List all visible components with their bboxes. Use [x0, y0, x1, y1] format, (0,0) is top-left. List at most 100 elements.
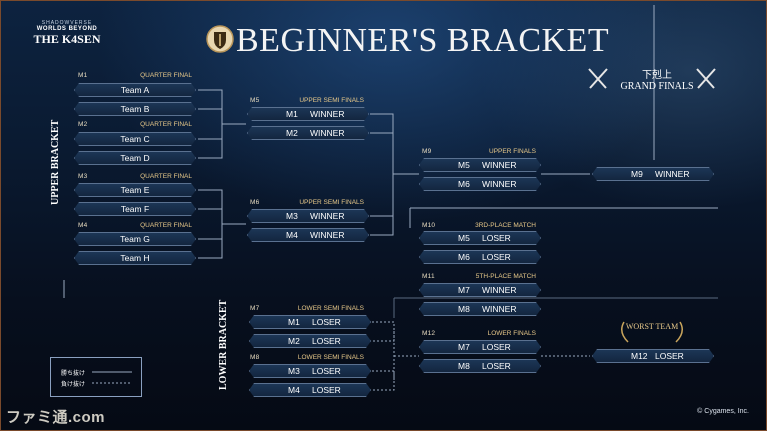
logo-line2: WORLDS BEYOND: [36, 26, 98, 32]
m12-round: LOWER FINALS: [487, 330, 536, 337]
m7-round: LOWER SEMI FINALS: [297, 305, 364, 312]
slot-result: LOSER: [655, 351, 684, 361]
slot-ref: M1: [286, 109, 298, 119]
slot-m4-1: Team G: [74, 232, 196, 246]
m3-id: M3: [78, 173, 88, 180]
slot-ref: M1: [288, 317, 300, 327]
slot-ref: M6: [458, 252, 470, 262]
slot-ref: M12: [631, 351, 648, 361]
m6-id: M6: [250, 199, 260, 206]
watermark: ファミ通.com: [6, 409, 106, 426]
m10-id: M10: [422, 222, 436, 229]
page-title: BEGINNER'S BRACKET: [236, 22, 610, 59]
slot-text: Team C: [120, 134, 150, 144]
slot-m3-1: Team E: [74, 183, 196, 197]
slot-ref: M5: [458, 233, 470, 243]
slot-result: LOSER: [312, 317, 341, 327]
slot-result: WINNER: [310, 109, 345, 119]
slot-m7-2: M2 LOSER: [249, 334, 371, 348]
slot-m2-2: Team D: [74, 151, 196, 165]
slot-result: WINNER: [482, 179, 517, 189]
legend: 勝ち抜け 負け抜け: [50, 357, 142, 397]
m1-id: M1: [78, 72, 88, 79]
slot-result: WINNER: [310, 211, 345, 221]
slot-ref: M6: [458, 179, 470, 189]
m9-id: M9: [422, 148, 432, 155]
slot-text: Team B: [120, 104, 150, 114]
slot-m1-1: Team A: [74, 83, 196, 97]
slot-ref: M2: [286, 128, 298, 138]
slot-ref: M5: [458, 160, 470, 170]
slot-ref: M7: [458, 342, 470, 352]
slot-text: Team A: [120, 85, 150, 95]
slot-result: WINNER: [310, 128, 345, 138]
slot-ref: M4: [286, 230, 298, 240]
slot-result: WINNER: [482, 304, 517, 314]
legend-win-label: 勝ち抜け: [61, 371, 86, 377]
worst-team-heading: WORST TEAM: [625, 322, 679, 331]
slot-ref: M7: [458, 285, 470, 295]
slot-m5-2: M2 WINNER: [247, 126, 369, 140]
m2-round: QUARTER FINAL: [140, 121, 192, 128]
grand-finals-heading: 下剋上 GRAND FINALS: [612, 66, 702, 92]
slot-result: LOSER: [312, 336, 341, 346]
slot-result: WINNER: [655, 169, 690, 179]
slot-m6-2: M4 WINNER: [247, 228, 369, 242]
m2-id: M2: [78, 121, 88, 128]
slot-m4-2: Team H: [74, 251, 196, 265]
slot-text: Team G: [120, 234, 150, 244]
slot-m3-2: Team F: [74, 202, 196, 216]
slot-ref: M8: [458, 304, 470, 314]
legend-lose-label: 負け抜け: [61, 382, 86, 388]
slot-ref: M8: [458, 361, 470, 371]
slot-m1-2: Team B: [74, 102, 196, 116]
slot-m2-1: Team C: [74, 132, 196, 146]
crossed-swords-icon: [588, 68, 608, 89]
slot-m7-1: M1 LOSER: [249, 315, 371, 329]
m10-round: 3RD-PLACE MATCH: [475, 222, 536, 229]
slot-ref: M9: [631, 169, 643, 179]
slot-result: LOSER: [482, 342, 511, 352]
slot-text: Team E: [120, 185, 150, 195]
m8-round: LOWER SEMI FINALS: [297, 354, 364, 361]
slot-result: LOSER: [482, 361, 511, 371]
slot-grand-final: M9 WINNER: [592, 167, 714, 181]
laurel-icon: [621, 321, 683, 343]
slot-result: WINNER: [310, 230, 345, 240]
m3-round: QUARTER FINAL: [140, 173, 192, 180]
m9-round: UPPER FINALS: [489, 148, 536, 155]
slot-m12-2: M8 LOSER: [419, 359, 541, 373]
slot-text: Team F: [120, 204, 150, 214]
logo-line3: THE K4SEN: [33, 32, 101, 46]
grand-finals-jp: 下剋上: [642, 70, 672, 81]
m11-id: M11: [422, 273, 435, 280]
upper-bracket-label: UPPER BRACKET: [50, 119, 61, 205]
m5-id: M5: [250, 97, 260, 104]
m1-round: QUARTER FINAL: [140, 72, 192, 79]
m7-id: M7: [250, 305, 260, 312]
lower-bracket-label: LOWER BRACKET: [218, 299, 229, 390]
m8-id: M8: [250, 354, 260, 361]
m5-round: UPPER SEMI FINALS: [299, 97, 364, 104]
slot-m11-2: M8 WINNER: [419, 302, 541, 316]
copyright: © Cygames, Inc.: [697, 408, 749, 415]
slot-m10-2: M6 LOSER: [419, 250, 541, 264]
logo-line1: SHADOWVERSE: [41, 20, 93, 26]
slot-worst-team: M12 LOSER: [592, 349, 714, 363]
slot-result: WINNER: [482, 160, 517, 170]
slot-ref: M3: [288, 366, 300, 376]
slot-ref: M2: [288, 336, 300, 346]
slot-m5-1: M1 WINNER: [247, 107, 369, 121]
m4-id: M4: [78, 222, 88, 229]
m11-round: 5TH-PLACE MATCH: [475, 273, 536, 280]
crossed-swords-icon: [696, 68, 716, 89]
slot-result: LOSER: [482, 252, 511, 262]
slot-m9-1: M5 WINNER: [419, 158, 541, 172]
slot-text: Team D: [120, 153, 150, 163]
slot-ref: M4: [288, 385, 300, 395]
